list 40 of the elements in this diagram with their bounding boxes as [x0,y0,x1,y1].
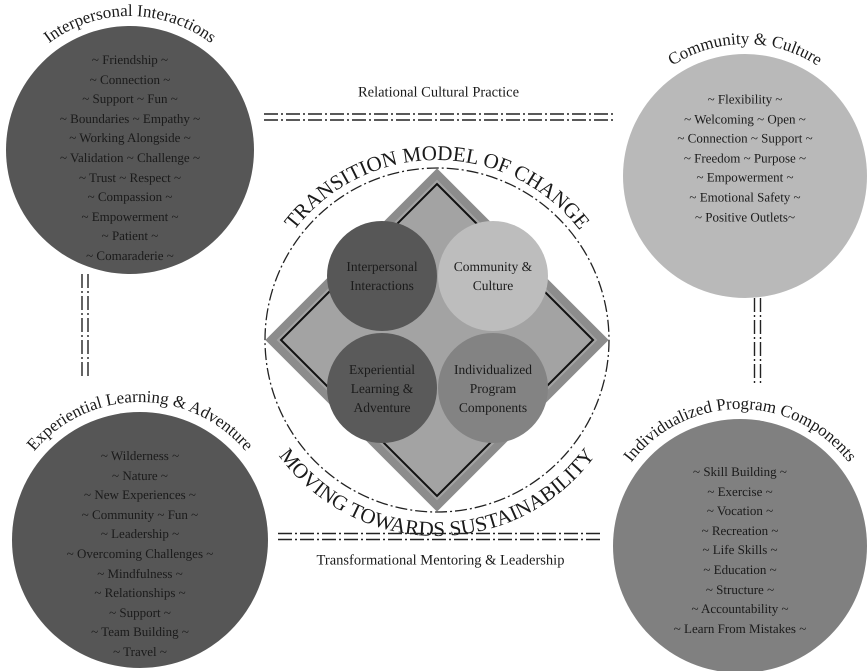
keyword-line: ~ Recreation ~ [702,522,778,540]
keyword-line: ~ Trust ~ Respect ~ [78,168,181,187]
keyword-line: ~ Mindfulness ~ [97,564,183,583]
keyword-line: ~ Leadership ~ [100,526,180,544]
keyword-line: ~ Education ~ [703,560,777,579]
keyword-line: ~ Exercise ~ [707,482,773,500]
keyword-line: ~ Travel ~ [113,643,167,662]
connector-line [754,297,762,386]
keyword-line: ~ Compassion ~ [88,188,172,206]
keyword-line: ~ Relationships ~ [94,584,186,602]
keyword-line: ~ Working Alongside ~ [69,130,191,148]
keyword-line: ~ Community ~ Fun ~ [82,506,198,524]
keyword-line: ~ Vocation ~ [706,502,774,520]
keyword-line: ~ Support ~ Fun ~ [82,90,178,108]
connector-line [81,273,89,379]
connector-line [263,113,614,121]
keyword-line: ~ Boundaries ~ Empathy ~ [60,110,200,128]
keyword-line: ~ Nature ~ [112,466,168,485]
keyword-line: ~ Flexibility ~ [708,90,782,108]
keyword-line: ~ Friendship ~ [92,51,168,70]
keyword-line: ~ Overcoming Challenges ~ [66,545,214,564]
keyword-line: ~ Life Skills ~ [702,541,778,560]
keyword-line: ~ Connection ~ Support ~ [677,130,813,148]
keyword-line: ~ Structure ~ [706,580,774,598]
keyword-line: ~ Patient ~ [102,228,158,246]
keyword-line: ~ Validation ~ Challenge ~ [60,149,200,168]
keyword-line: ~ Comaraderie ~ [86,247,174,266]
keyword-line: ~ Welcoming ~ Open ~ [684,110,806,128]
keyword-line: ~ Empowerment ~ [696,168,794,187]
keyword-line: ~ Accountability ~ [691,600,789,618]
keyword-line: ~ Learn From Mistakes ~ [674,620,806,638]
keyword-line: ~ Support ~ [109,604,171,622]
keyword-line: ~ Empowerment ~ [81,208,179,226]
keyword-line: ~ Connection ~ [90,70,170,89]
keyword-line: ~ Team Building ~ [91,624,189,642]
keyword-line: ~ Emotional Safety ~ [689,188,801,206]
keyword-line: ~ New Experiences ~ [84,486,196,504]
keyword-line: ~ Skill Building ~ [693,462,787,481]
keyword-line: ~ Positive Outlets~ [694,208,795,226]
keyword-line: ~ Freedom ~ Purpose ~ [684,149,806,168]
